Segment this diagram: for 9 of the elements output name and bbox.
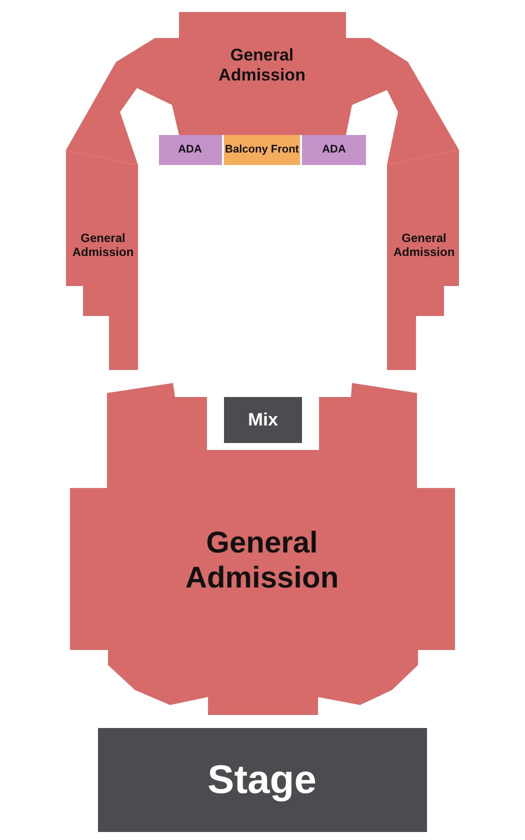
section-label: ADA	[177, 144, 203, 156]
section-label: General Admission	[71, 232, 135, 260]
booth-label: Mix	[246, 410, 279, 430]
section-label: Balcony Front	[225, 144, 299, 156]
section-label: ADA	[321, 144, 347, 156]
section-label: General Admission	[218, 45, 306, 85]
section-label: General Admission	[392, 232, 456, 260]
stage-label: Stage	[206, 757, 318, 803]
section-label: General Admission	[184, 526, 340, 596]
